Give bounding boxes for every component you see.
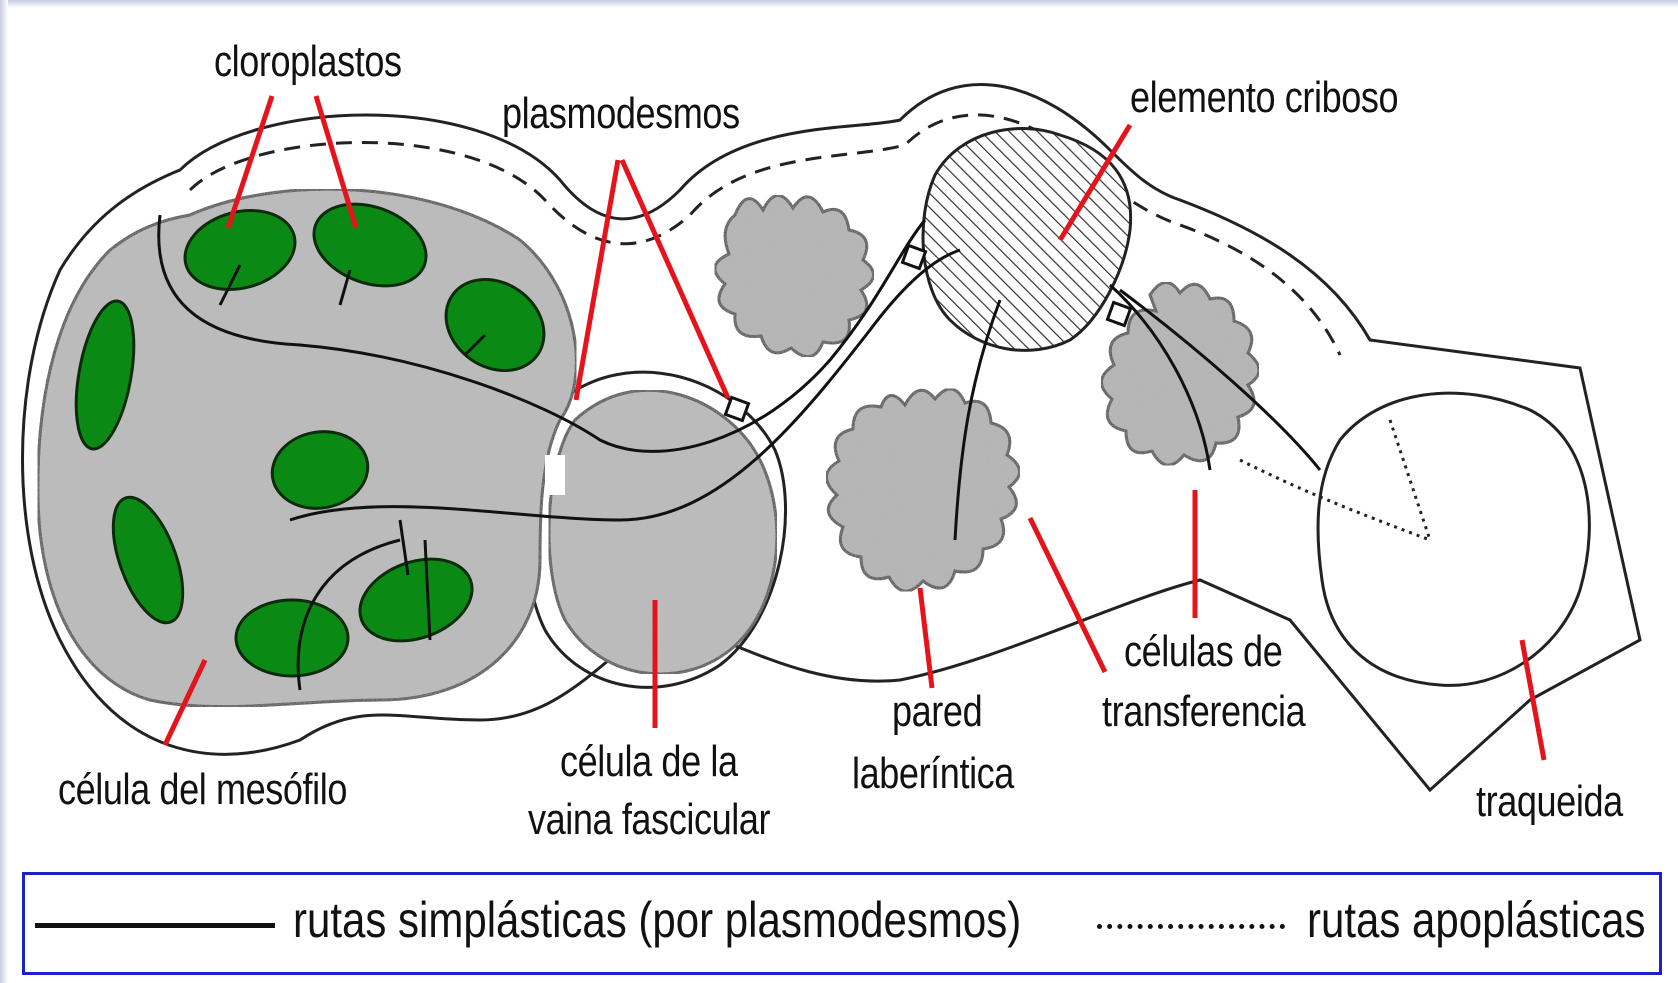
pointer-celula-mesofilo (162, 658, 208, 747)
label-traqueida: traqueida (1476, 777, 1623, 826)
inner-wall (188, 113, 1342, 356)
chloroplast (74, 299, 136, 451)
symplastic-routes (157, 214, 1322, 691)
frame-left-edge (0, 0, 8, 983)
chloroplasts (74, 202, 546, 678)
label-plasmodesmos: plasmodesmos (502, 89, 740, 138)
label-pared-line1: pared (892, 687, 983, 736)
tracheid (1316, 391, 1591, 687)
legend-symplastic-label: rutas simplásticas (por plasmodesmos) (293, 892, 1022, 948)
legend-apoplastic-label: rutas apoplásticas (1307, 892, 1646, 948)
transfer-cell-3 (1100, 281, 1261, 467)
legend: rutas simplásticas (por plasmodesmos) ru… (22, 872, 1662, 975)
pointer-cloroplastos-a (225, 95, 275, 229)
label-transferencia-line1: células de (1124, 627, 1283, 676)
vaina-cytoplasm (547, 388, 779, 676)
pointer-plasmodesmos-a (573, 159, 621, 401)
chloroplast (111, 495, 185, 625)
label-cloroplastos: cloroplastos (214, 37, 402, 86)
label-elemento-criboso: elemento criboso (1130, 73, 1399, 122)
label-pared-line2: laberíntica (852, 749, 1014, 798)
chloroplast (183, 209, 297, 291)
label-celula-mesofilo: célula del mesófilo (58, 765, 348, 814)
chloroplast (312, 202, 428, 288)
outer-wall (21, 82, 1642, 793)
legend-apoplastic-swatch (1097, 924, 1285, 929)
sieve-element (921, 127, 1133, 352)
pointer-lines (162, 95, 1547, 761)
pointer-plasmodesmos-b (619, 158, 731, 400)
pointer-pared (917, 587, 935, 689)
pointer-cloroplastos-b (313, 95, 359, 229)
label-vaina-line2: vaina fascicular (528, 795, 771, 844)
pointer-elemento-criboso (1057, 123, 1133, 242)
apoplastic-routes (1239, 419, 1432, 542)
frame-top-edge (0, 0, 1678, 8)
label-vaina-line1: célula de la (560, 737, 738, 786)
pointer-traqueida (1519, 639, 1547, 761)
legend-symplastic-swatch (35, 923, 275, 928)
chloroplast (270, 430, 370, 510)
transfer-cell-1 (713, 194, 875, 359)
plasmodesmata-markers (545, 243, 1133, 495)
pointer-transferencia-a (1027, 516, 1108, 674)
chloroplast (234, 598, 350, 678)
label-transferencia-line2: transferencia (1102, 687, 1306, 736)
transfer-cell-2 (825, 387, 1021, 593)
